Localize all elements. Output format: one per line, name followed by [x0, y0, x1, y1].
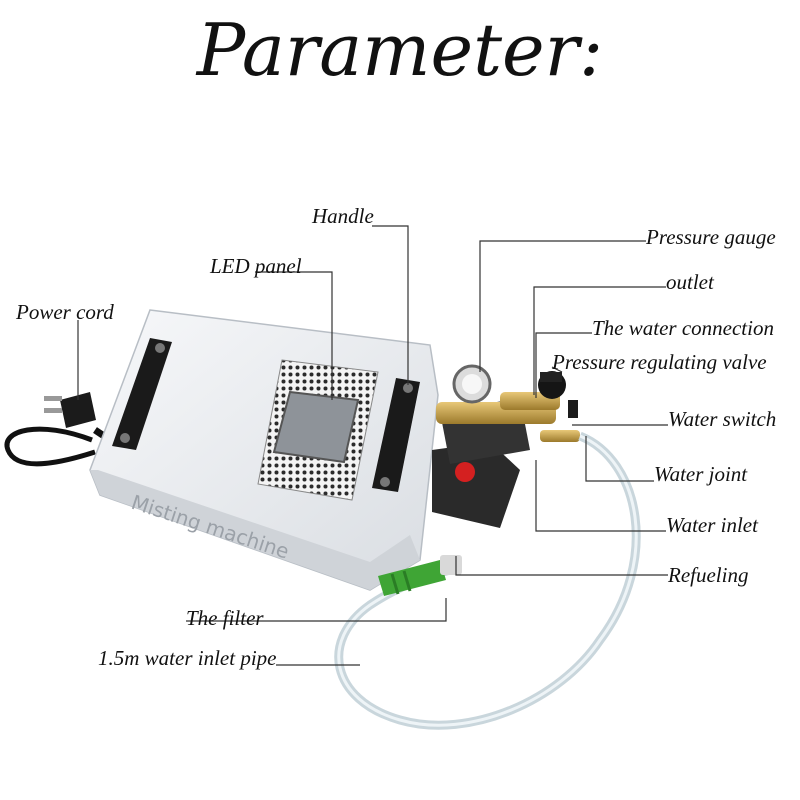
right-handle	[372, 378, 420, 492]
label-refueling: Refueling	[668, 563, 749, 587]
label-handle: Handle	[312, 204, 374, 228]
water-pipe	[334, 431, 641, 730]
led-panel	[257, 359, 379, 501]
label-water-joint: Water joint	[654, 462, 748, 486]
page-title: Parameter:	[196, 8, 604, 92]
label-inlet-pipe: 1.5m water inlet pipe	[98, 646, 277, 670]
label-outlet: outlet	[666, 270, 714, 294]
label-pressure-gauge: Pressure gauge	[646, 225, 776, 249]
power-cord	[4, 392, 112, 467]
label-filter: The filter	[186, 606, 264, 630]
refuel-cap	[455, 462, 475, 482]
label-water-inlet: Water inlet	[666, 513, 758, 537]
label-water-connection: The water connection	[592, 316, 774, 340]
pump-assembly	[432, 364, 580, 528]
label-pressure-valve: Pressure regulating valve	[552, 350, 767, 374]
label-led-panel: LED panel	[210, 254, 302, 278]
label-water-switch: Water switch	[668, 407, 777, 431]
label-power-cord: Power cord	[16, 300, 114, 324]
left-handle	[112, 338, 172, 450]
leader-lines	[77, 225, 668, 666]
